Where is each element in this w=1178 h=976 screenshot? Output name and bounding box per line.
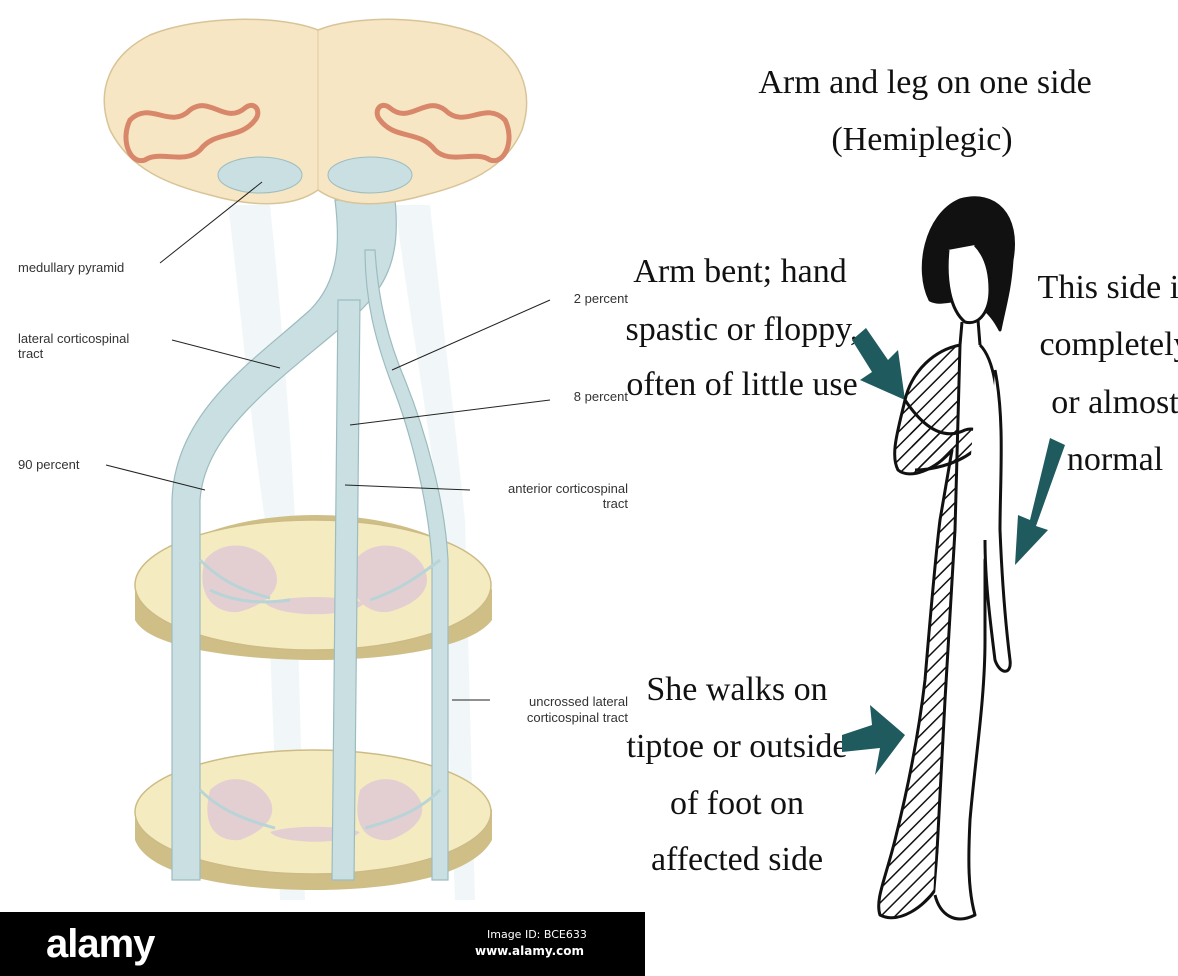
label-uncrossed-2: corticospinal tract (527, 710, 629, 725)
label-lateral-tract-2: tract (18, 346, 44, 361)
branch-fibers (198, 558, 442, 830)
medullary-pyramid-right (327, 156, 413, 194)
normal-arm (983, 369, 1012, 673)
title-line-2: (Hemiplegic) (831, 121, 1012, 158)
right-text-1: This side is (1038, 269, 1178, 306)
watermark-bar: alamy Image ID: BCE633 www.alamy.com (0, 912, 645, 976)
arrow-normal-side-icon (1015, 438, 1065, 565)
leader-lines (105, 181, 551, 701)
face (945, 243, 992, 325)
right-text-4: normal (1067, 441, 1163, 478)
left-top-text-1: Arm bent; hand (633, 253, 846, 290)
label-lateral-tract-1: lateral corticospinal (18, 331, 129, 346)
arrow-arm-icon (852, 328, 905, 400)
corticospinal-diagram: medullary pyramid lateral corticospinal … (18, 18, 628, 900)
left-bottom-text-2: tiptoe or outside (627, 728, 848, 765)
medullary-pyramid-left (217, 156, 303, 194)
label-anterior-tract-2: tract (603, 496, 629, 511)
image-id-text: Image ID: BCE633 (487, 928, 587, 941)
tracts (171, 199, 449, 881)
affected-side (877, 343, 962, 920)
label-anterior-tract-1: anterior corticospinal (508, 481, 628, 496)
two-percent-branch (364, 249, 449, 881)
pointer-arrows (842, 328, 1065, 775)
left-bottom-text-1: She walks on (646, 671, 827, 708)
figure-illustration (877, 196, 1015, 921)
left-bottom-text-3: of foot on (670, 785, 804, 822)
right-text-3: or almost (1051, 384, 1178, 421)
left-bottom-text-4: affected side (651, 841, 823, 878)
arrow-foot-icon (842, 705, 905, 775)
title-line-1: Arm and leg on one side (758, 64, 1091, 101)
spinal-section-lower (134, 749, 492, 890)
label-uncrossed-1: uncrossed lateral (529, 694, 628, 709)
left-top-text-3: often of little use (626, 366, 857, 403)
label-two-percent: 2 percent (574, 291, 629, 306)
label-medullary-pyramid: medullary pyramid (18, 260, 124, 275)
anterior-corticospinal-tract (331, 299, 361, 881)
label-ninety-percent: 90 percent (18, 457, 80, 472)
medulla (103, 18, 528, 205)
diagram-labels: medullary pyramid lateral corticospinal … (18, 260, 628, 725)
label-eight-percent: 8 percent (574, 389, 629, 404)
alamy-logo: alamy (46, 922, 155, 966)
right-text-2: completely (1039, 326, 1178, 363)
spinal-section-upper (134, 515, 492, 660)
alamy-url-text: www.alamy.com (475, 944, 585, 958)
left-top-text-2: spastic or floppy, (626, 311, 859, 348)
hemiplegic-illustration: Arm and leg on one side (Hemiplegic) Arm… (626, 64, 1178, 921)
